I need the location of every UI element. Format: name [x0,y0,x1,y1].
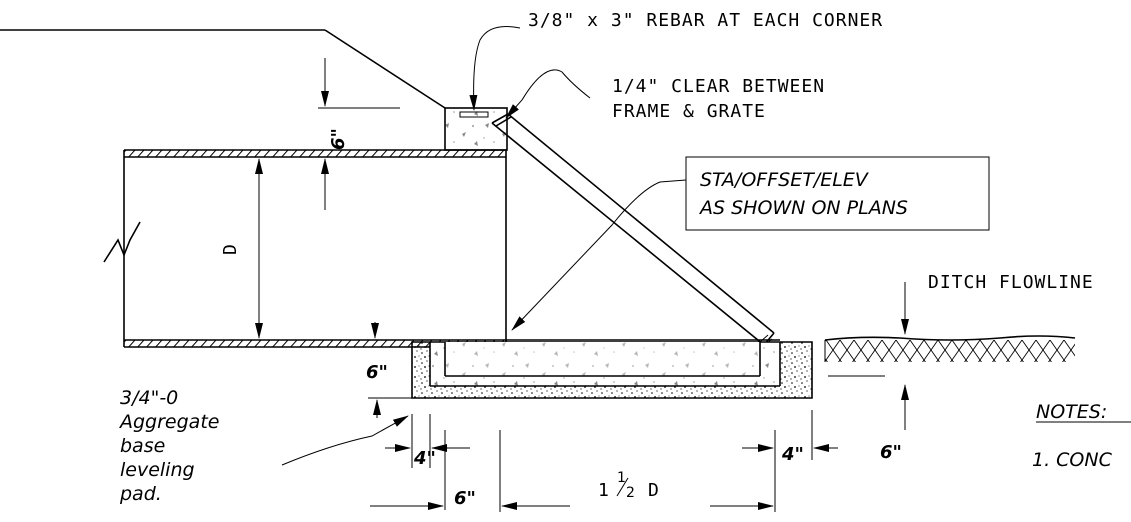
callout-clear: 1/4" CLEAR BETWEEN FRAME & GRATE [505,69,825,122]
callout-station: STA/OFFSET/ELEV AS SHOWN ON PLANS [511,156,990,331]
dim-opening-width: 1 1 2 D [499,430,776,512]
callout-clear-line1: 1/4" CLEAR BETWEEN [612,76,825,97]
dim-opening-width-num: 1 [617,470,626,486]
callout-station-line2: AS SHOWN ON PLANS [698,197,908,219]
dim-opening-width-den: 2 [626,485,635,501]
dim-left-offset-6: 6" [370,430,476,510]
dim-pipe-diameter-label: D [220,243,241,255]
dim-bottom-thickness-label: 6" [366,362,388,383]
dim-left-offset-4: 4" [385,414,470,469]
ditch-earth [824,335,1076,362]
dim-bottom-thickness: 6" [366,322,412,418]
aggregate-line4: leveling [120,459,195,481]
callout-ditch: DITCH FLOWLINE [928,272,1094,293]
dim-right-offset-4: 4" [742,410,838,465]
dim-right-thickness-label: 6" [880,442,902,463]
notes-item-1: 1. CONC [1032,449,1113,471]
aggregate-line3: base [120,435,165,457]
aggregate-line1: 3/4"-0 [120,387,178,409]
pipe [103,149,507,348]
ground-line [0,29,446,109]
dim-left-offset-4-label: 4" [413,448,436,469]
aggregate-line2: Aggregate [118,411,219,433]
top-frame-block [444,107,508,151]
dim-opening-width-slash [616,477,629,497]
notes-heading: NOTES: [1036,401,1107,423]
callout-rebar: 3/8" x 3" REBAR AT EACH CORNER [469,10,883,111]
callout-rebar-label: 3/8" x 3" REBAR AT EACH CORNER [528,10,883,31]
dim-right-thickness: 6" [828,282,909,463]
aggregate-line5: pad. [119,483,162,505]
callout-ditch-label: DITCH FLOWLINE [928,272,1094,293]
dim-opening-width-unit: D [648,480,660,501]
dim-opening-width-whole: 1 [598,480,610,501]
callout-aggregate: 3/4"-0 Aggregate base leveling pad. [118,387,409,505]
bottom-slab [429,339,781,387]
notes: NOTES: 1. CONC [1032,401,1131,471]
dim-top-thickness: 6" [318,58,400,210]
sloped-grate [491,113,775,374]
callout-clear-line2: FRAME & GRATE [612,101,766,122]
dim-left-offset-6-label: 6" [454,488,476,509]
dim-right-offset-4-label: 4" [781,444,804,465]
dim-top-thickness-label: 6" [328,128,349,150]
pipe-break-symbol [103,221,141,263]
dim-pipe-diameter: D [220,158,263,339]
callout-station-line1: STA/OFFSET/ELEV [700,169,870,191]
